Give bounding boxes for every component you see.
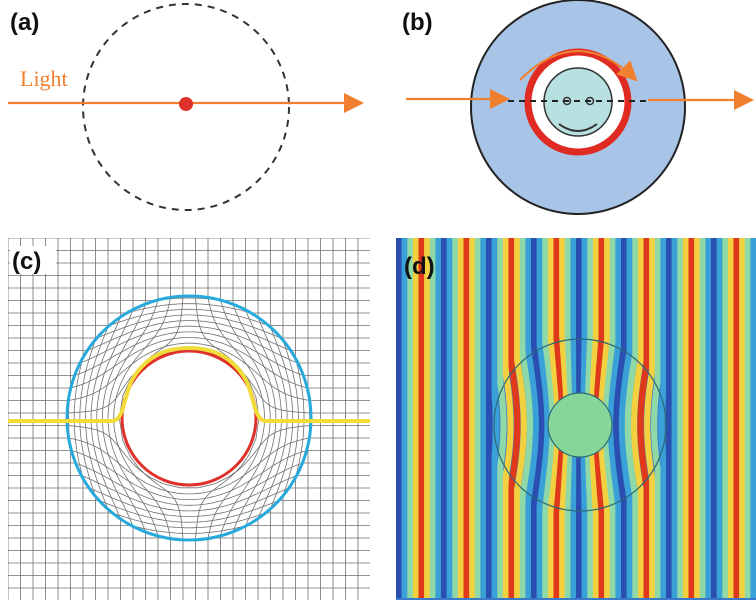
wave-band (688, 238, 695, 598)
wave-band (651, 238, 661, 598)
wave-band (607, 238, 622, 598)
light-label: Light (20, 66, 68, 91)
wave-band (418, 238, 425, 598)
wave-band (739, 238, 746, 598)
wave-band (624, 238, 639, 598)
wave-band (542, 238, 556, 598)
wave-band (374, 238, 380, 598)
wave-band (694, 238, 701, 598)
grid-line (8, 462, 370, 506)
light-detour-arc (519, 50, 638, 82)
wave-cloak-inner-region (547, 392, 613, 458)
wave-band (435, 238, 442, 598)
wave-band (644, 238, 656, 598)
grid-line (8, 331, 370, 376)
grid-line (8, 325, 370, 364)
wave-band (711, 238, 718, 598)
wave-band (631, 238, 645, 598)
grid-line (8, 487, 370, 517)
grid-line (8, 475, 370, 512)
panel-a: (a) Light (8, 3, 364, 211)
wave-band (407, 238, 414, 598)
wave-band (469, 238, 476, 598)
wave-band (412, 238, 420, 598)
grid-line (8, 320, 370, 351)
wave-cloak-outer-boundary (493, 338, 667, 512)
cloak-outer-boundary (65, 294, 313, 542)
wave-band (497, 238, 507, 598)
virtual-boundary-circle (82, 3, 290, 211)
wave-band (658, 238, 667, 598)
smiley-mouth (558, 123, 598, 132)
wave-band (401, 238, 408, 598)
panel-c-label-bg (10, 246, 56, 274)
wave-band (452, 238, 459, 598)
wave-band (474, 238, 481, 598)
wave-band (379, 238, 385, 598)
wave-band (671, 238, 678, 598)
grid-line (8, 450, 370, 501)
wave-band (446, 238, 453, 598)
wave-band (750, 238, 756, 598)
wave-band (618, 238, 633, 598)
grid-line (8, 500, 370, 523)
wave-band (744, 238, 751, 598)
wave-band (722, 238, 729, 598)
wave-band (519, 238, 534, 598)
panel-c-label: (c) (12, 248, 41, 275)
wave-band (613, 238, 628, 598)
wave-band (457, 238, 465, 598)
wave-band (665, 238, 673, 598)
wave-band (429, 238, 436, 598)
wave-band (525, 238, 540, 598)
wave-band (733, 238, 740, 598)
grid-line (8, 303, 370, 314)
wave-band (705, 238, 712, 598)
wave-band (716, 238, 723, 598)
wave-band (480, 238, 487, 598)
wave-band (502, 238, 514, 598)
wave-band (514, 238, 527, 598)
wave-band (531, 238, 546, 598)
wave-band (699, 238, 706, 598)
wave-band (396, 238, 403, 598)
panel-c: (c) (8, 238, 370, 600)
wave-band (602, 238, 616, 598)
grid-line (8, 525, 370, 534)
bent-light-ray (8, 345, 370, 423)
grid-line (8, 314, 370, 339)
panel-d-label: (d) (404, 253, 435, 280)
wave-band (597, 238, 611, 598)
wave-band (396, 238, 397, 598)
grid-line (8, 337, 370, 389)
wave-band (536, 238, 551, 598)
wave-band (385, 238, 391, 598)
point-object-dot (179, 97, 193, 111)
wave-field-bands (374, 238, 756, 598)
grid-line (8, 512, 370, 529)
panel-a-label: (a) (10, 9, 39, 36)
grid-line (8, 297, 370, 301)
cloak-inner-boundary (120, 349, 258, 487)
wave-band (424, 238, 431, 598)
wave-band (463, 238, 470, 598)
wave-band (677, 238, 684, 598)
panel-d (374, 238, 756, 600)
wave-band (508, 238, 521, 598)
wave-band (547, 238, 561, 598)
panel-b-label: (b) (402, 9, 433, 36)
wave-band (441, 238, 448, 598)
grid-line (8, 308, 370, 326)
wave-band (727, 238, 735, 598)
panel-b: (b) (402, 0, 754, 215)
wave-band (486, 238, 493, 598)
wave-band (682, 238, 690, 598)
wave-band (637, 238, 650, 598)
